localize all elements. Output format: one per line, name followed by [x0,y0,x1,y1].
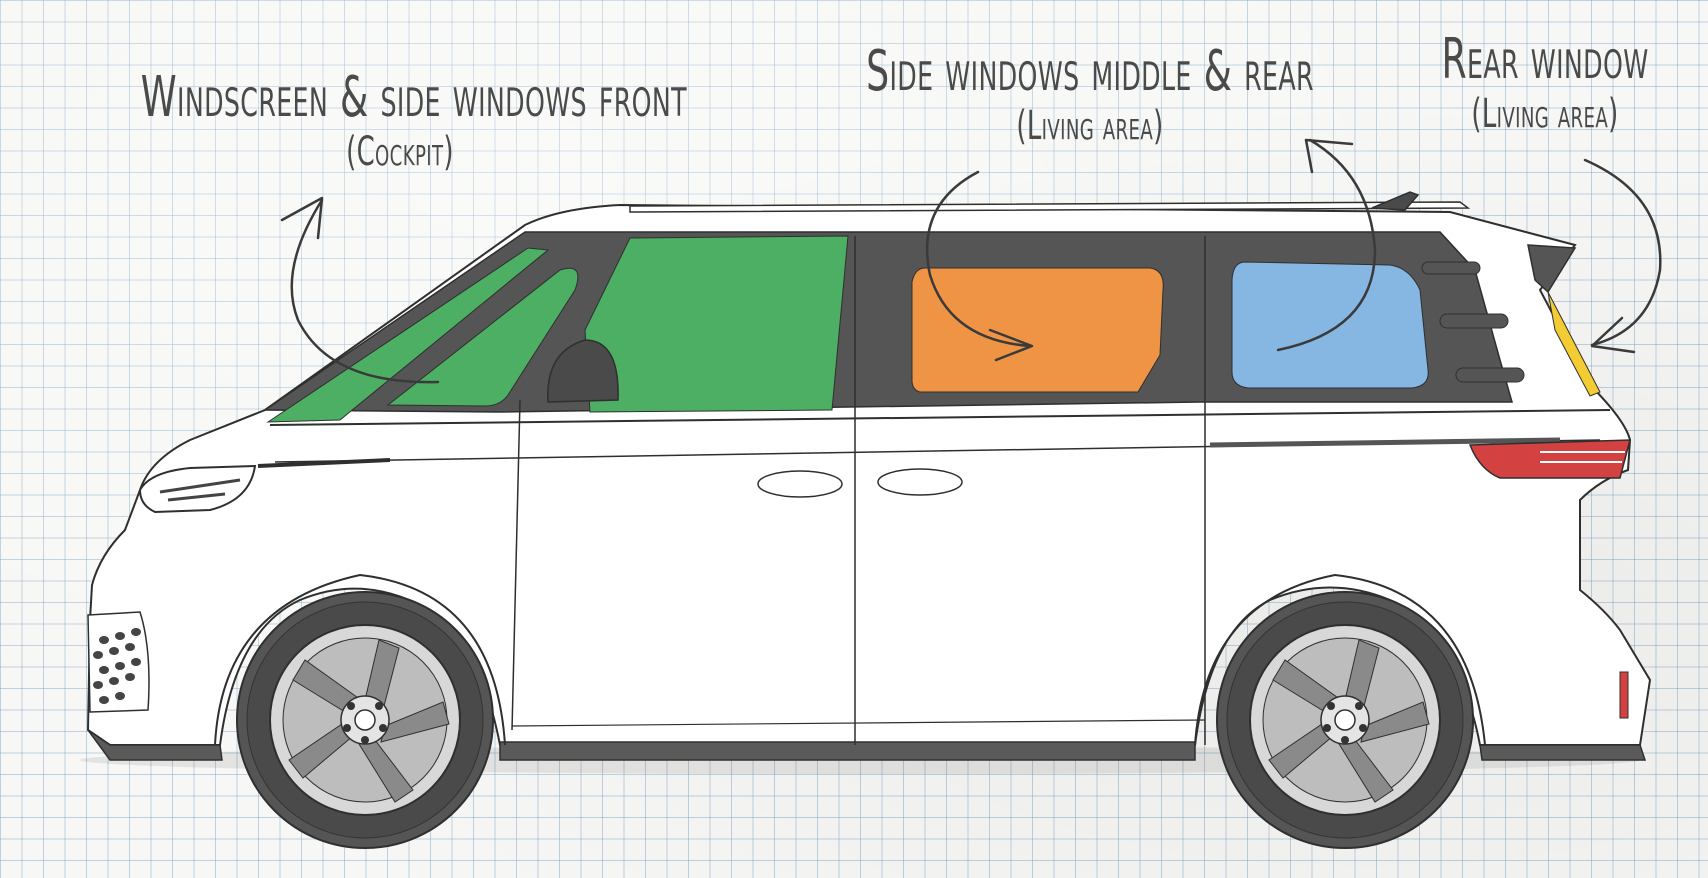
front-bumper-trim [87,729,223,761]
front-quarter-window [386,267,579,407]
middle-zone-arrow-upper [1276,138,1377,352]
rear-reflector [1619,671,1629,719]
middle-zone-subtitle: (Living area) [1016,103,1164,149]
rear-zone-label: Rear window (Living area) [1361,27,1708,137]
light-strip [257,458,391,468]
rear-pillar-vent [1439,313,1509,329]
front-zone-title: Windscreen & side windows front [140,65,687,130]
door-handle [757,470,843,498]
front-zone-arrow [290,198,440,384]
front-wheel [236,591,494,849]
rear-zone-arrow [1583,158,1662,347]
roof-rail [629,201,1471,213]
front-zone-label: Windscreen & side windows front (Cockpit… [140,65,687,175]
middle-zone-label: Side windows middle & rear (Living area) [831,39,1349,149]
middle-zone-title: Side windows middle & rear [866,39,1314,104]
side-mirror [547,339,619,403]
belt-line [269,409,1611,426]
body-crease [1209,437,1561,448]
rear-window [1547,291,1601,397]
middle-zone-arrow-head [988,328,1034,362]
rear-wheel [1216,591,1474,849]
rear-zone-subtitle: (Living area) [1471,91,1619,137]
rear-bumper-trim [1479,744,1647,761]
door-handle [877,468,963,496]
rear-zone-arrow-head [1590,316,1636,354]
rocker-panel [499,741,1196,761]
front-zone-subtitle: (Cockpit) [346,129,454,175]
rear-pillar-vent [1455,367,1525,383]
rear-spoiler [1527,244,1577,294]
middle-side-window [911,267,1164,393]
headlight-inner [159,478,241,502]
tail-light [1468,439,1631,479]
middle-zone-arrow [925,170,1032,348]
middle-zone-arrow-upper-head [1304,138,1354,174]
roof-antenna [1371,191,1420,211]
front-wheel-arch [214,573,506,746]
rear-pillar-vent [1421,261,1481,275]
rear-side-window [1231,261,1429,389]
front-door-line [511,399,521,731]
front-door-window [584,235,849,413]
rear-wheel-arch [1194,573,1486,746]
rear-zone-title: Rear window [1441,27,1649,92]
door-bottom-line [511,719,1206,727]
windscreen [266,247,550,423]
tail-light-trim [1540,451,1625,463]
front-zone-arrow-head [280,196,324,240]
grille-pattern [93,628,141,704]
